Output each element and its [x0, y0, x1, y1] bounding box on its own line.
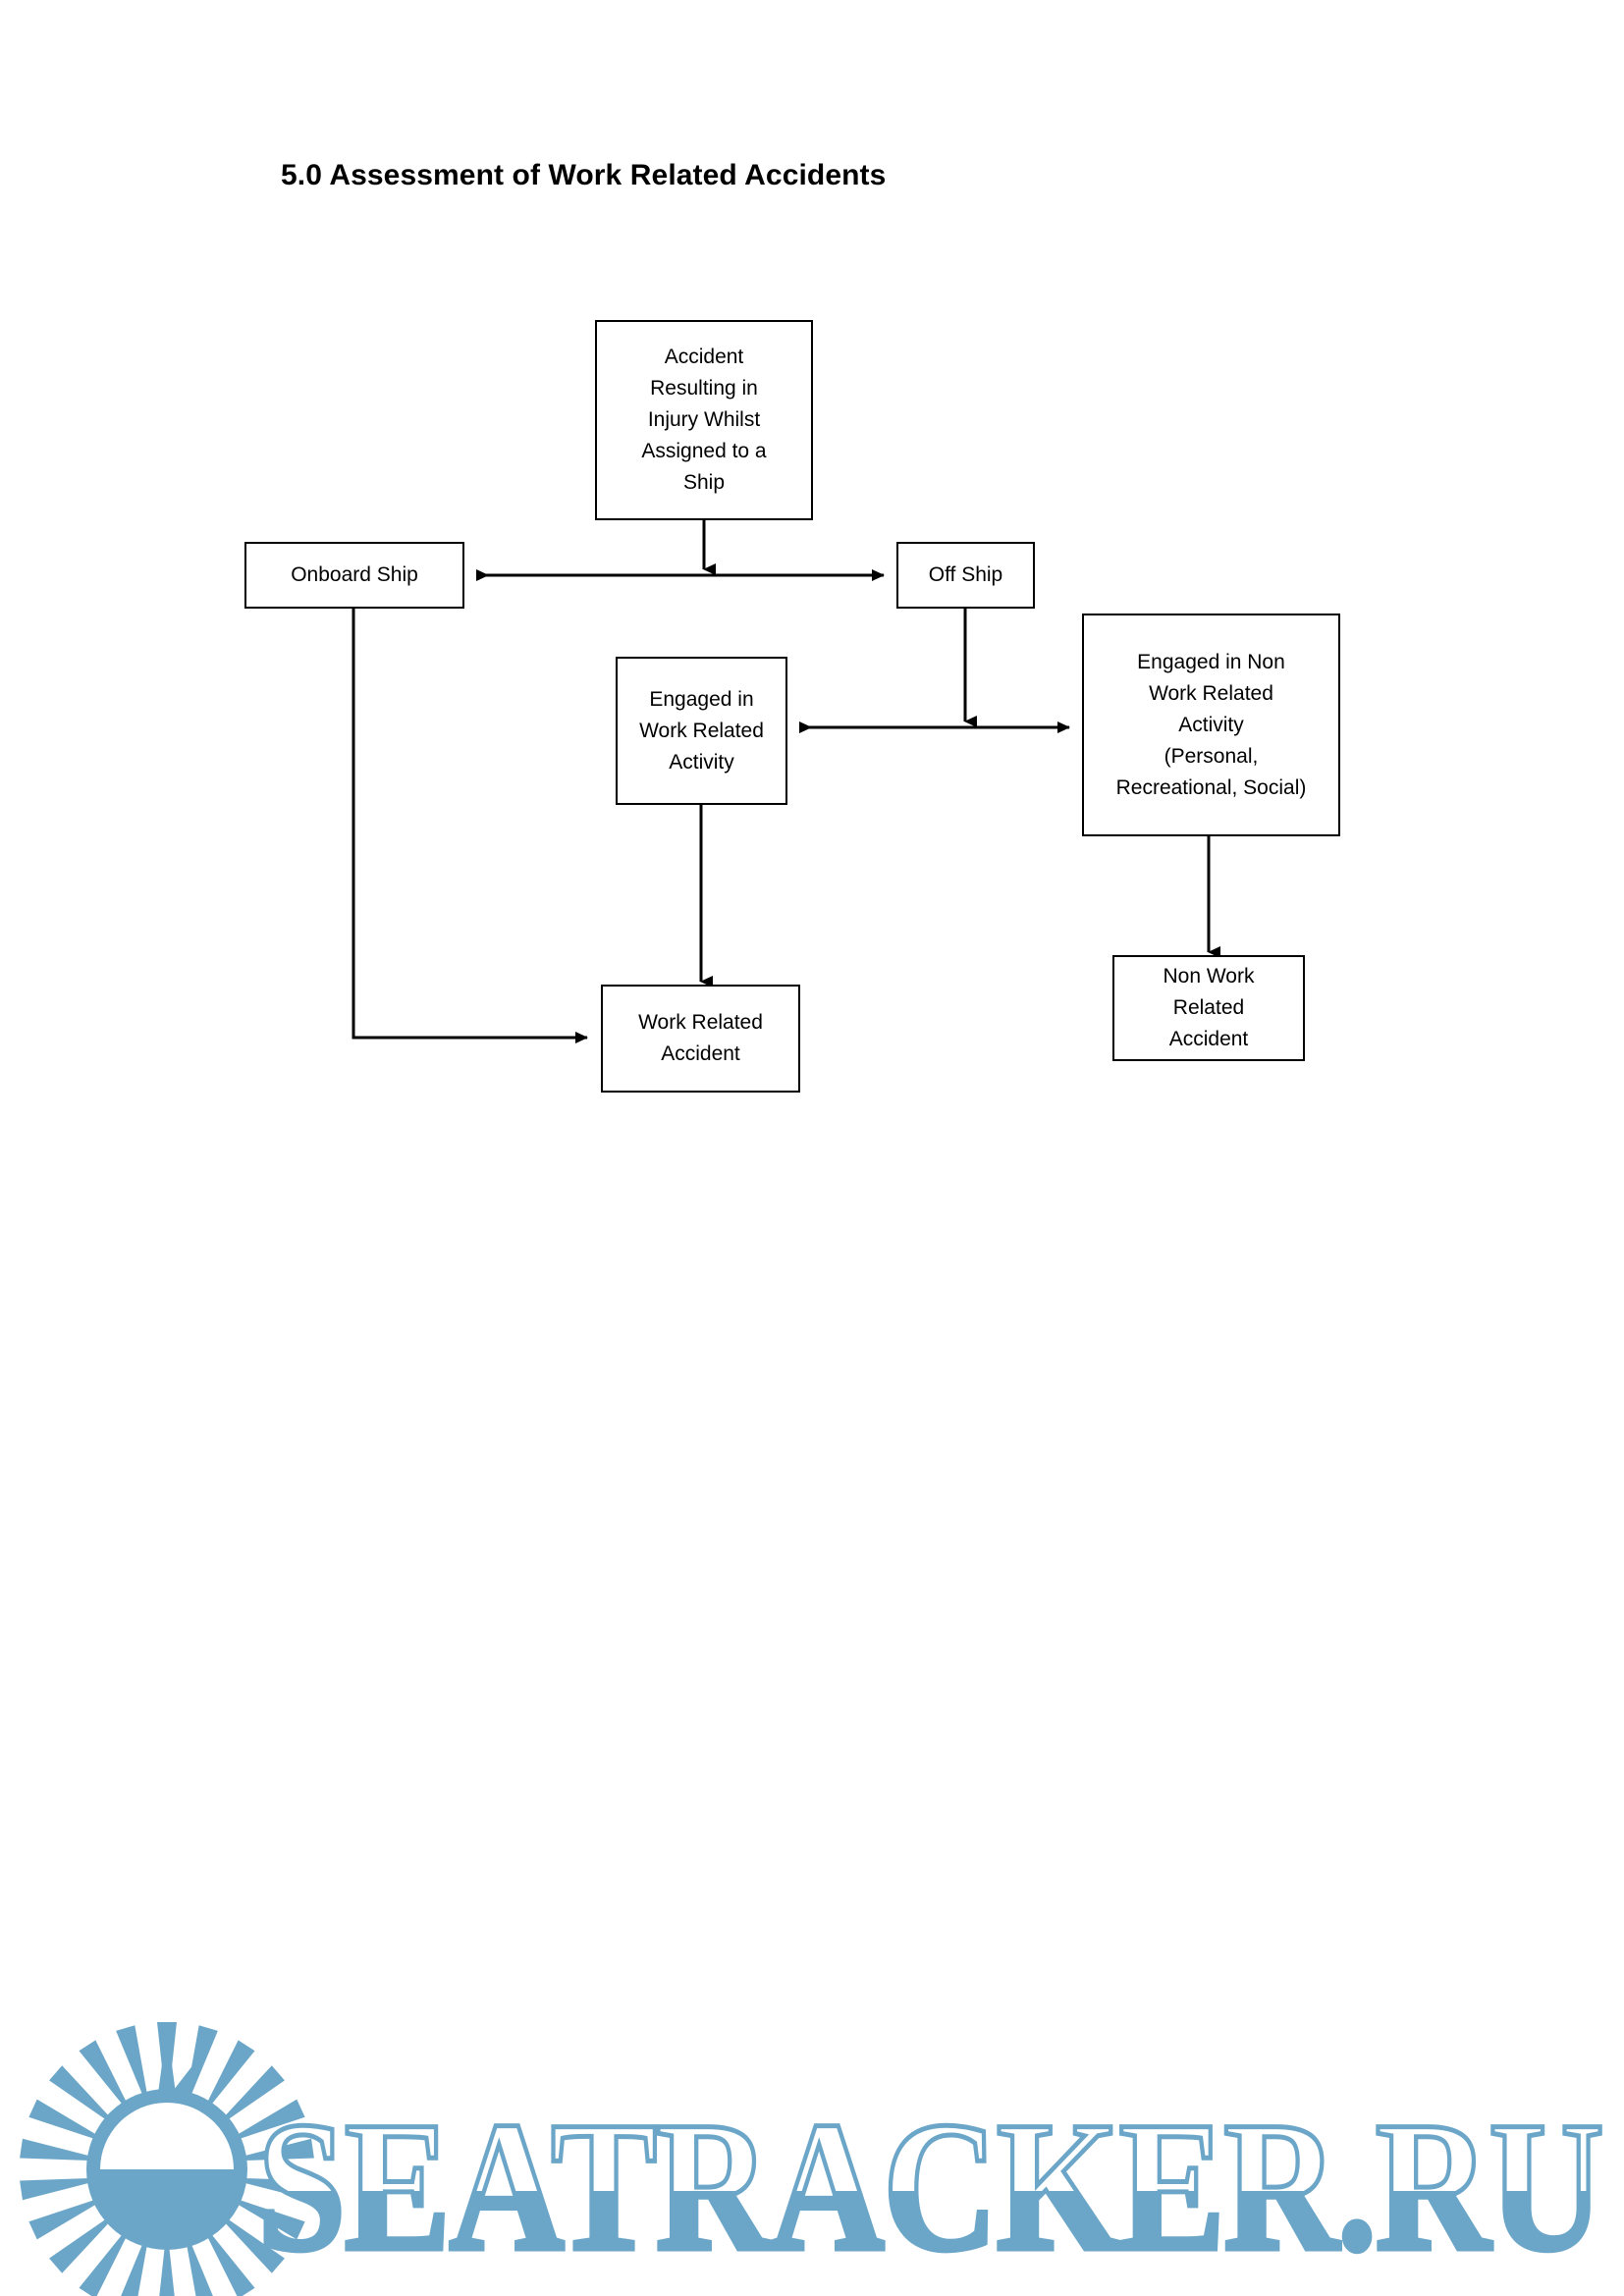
node-accident-resulting-in-injury[interactable]: Accident Resulting in Injury Whilst Assi…: [595, 320, 813, 520]
node-label: Work Related Accident: [638, 1011, 763, 1065]
node-engaged-in-non-work-related-activity[interactable]: Engaged in Non Work Related Activity (Pe…: [1082, 614, 1340, 836]
watermark-wordmark: SEATRACKER.RU: [255, 2082, 1607, 2293]
flowchart: Accident Resulting in Injury Whilst Assi…: [244, 320, 1340, 1093]
edge-onboard-workaccident: [352, 609, 588, 1043]
watermark: SEATRACKER.RU: [0, 2017, 1624, 2296]
node-work-related-accident[interactable]: Work Related Accident: [601, 985, 800, 1093]
page-title: 5.0 Assessment of Work Related Accidents: [281, 159, 887, 191]
node-engaged-in-work-related-activity[interactable]: Engaged in Work Related Activity: [616, 657, 787, 805]
sunrise-logo-icon: [20, 2022, 314, 2296]
flowchart-connectors: [352, 471, 1220, 1043]
node-non-work-related-accident[interactable]: Non Work Related Accident: [1112, 955, 1305, 1061]
node-label: Engaged in Non Work Related Activity (Pe…: [1115, 650, 1307, 799]
node-onboard-ship[interactable]: Onboard Ship: [244, 542, 464, 609]
node-off-ship[interactable]: Off Ship: [896, 542, 1035, 609]
node-label: Engaged in Work Related Activity: [639, 687, 764, 774]
edge-offship-split: [799, 609, 1070, 733]
watermark-text: SEATRACKER.RU: [257, 2084, 1602, 2290]
watermark-graphic: SEATRACKER.RU: [20, 2022, 1607, 2296]
node-label: Off Ship: [928, 563, 1003, 586]
node-label: Non Work Related Accident: [1163, 965, 1255, 1050]
node-label: Onboard Ship: [291, 563, 418, 586]
node-label: Accident Resulting in Injury Whilst Assi…: [641, 346, 767, 494]
